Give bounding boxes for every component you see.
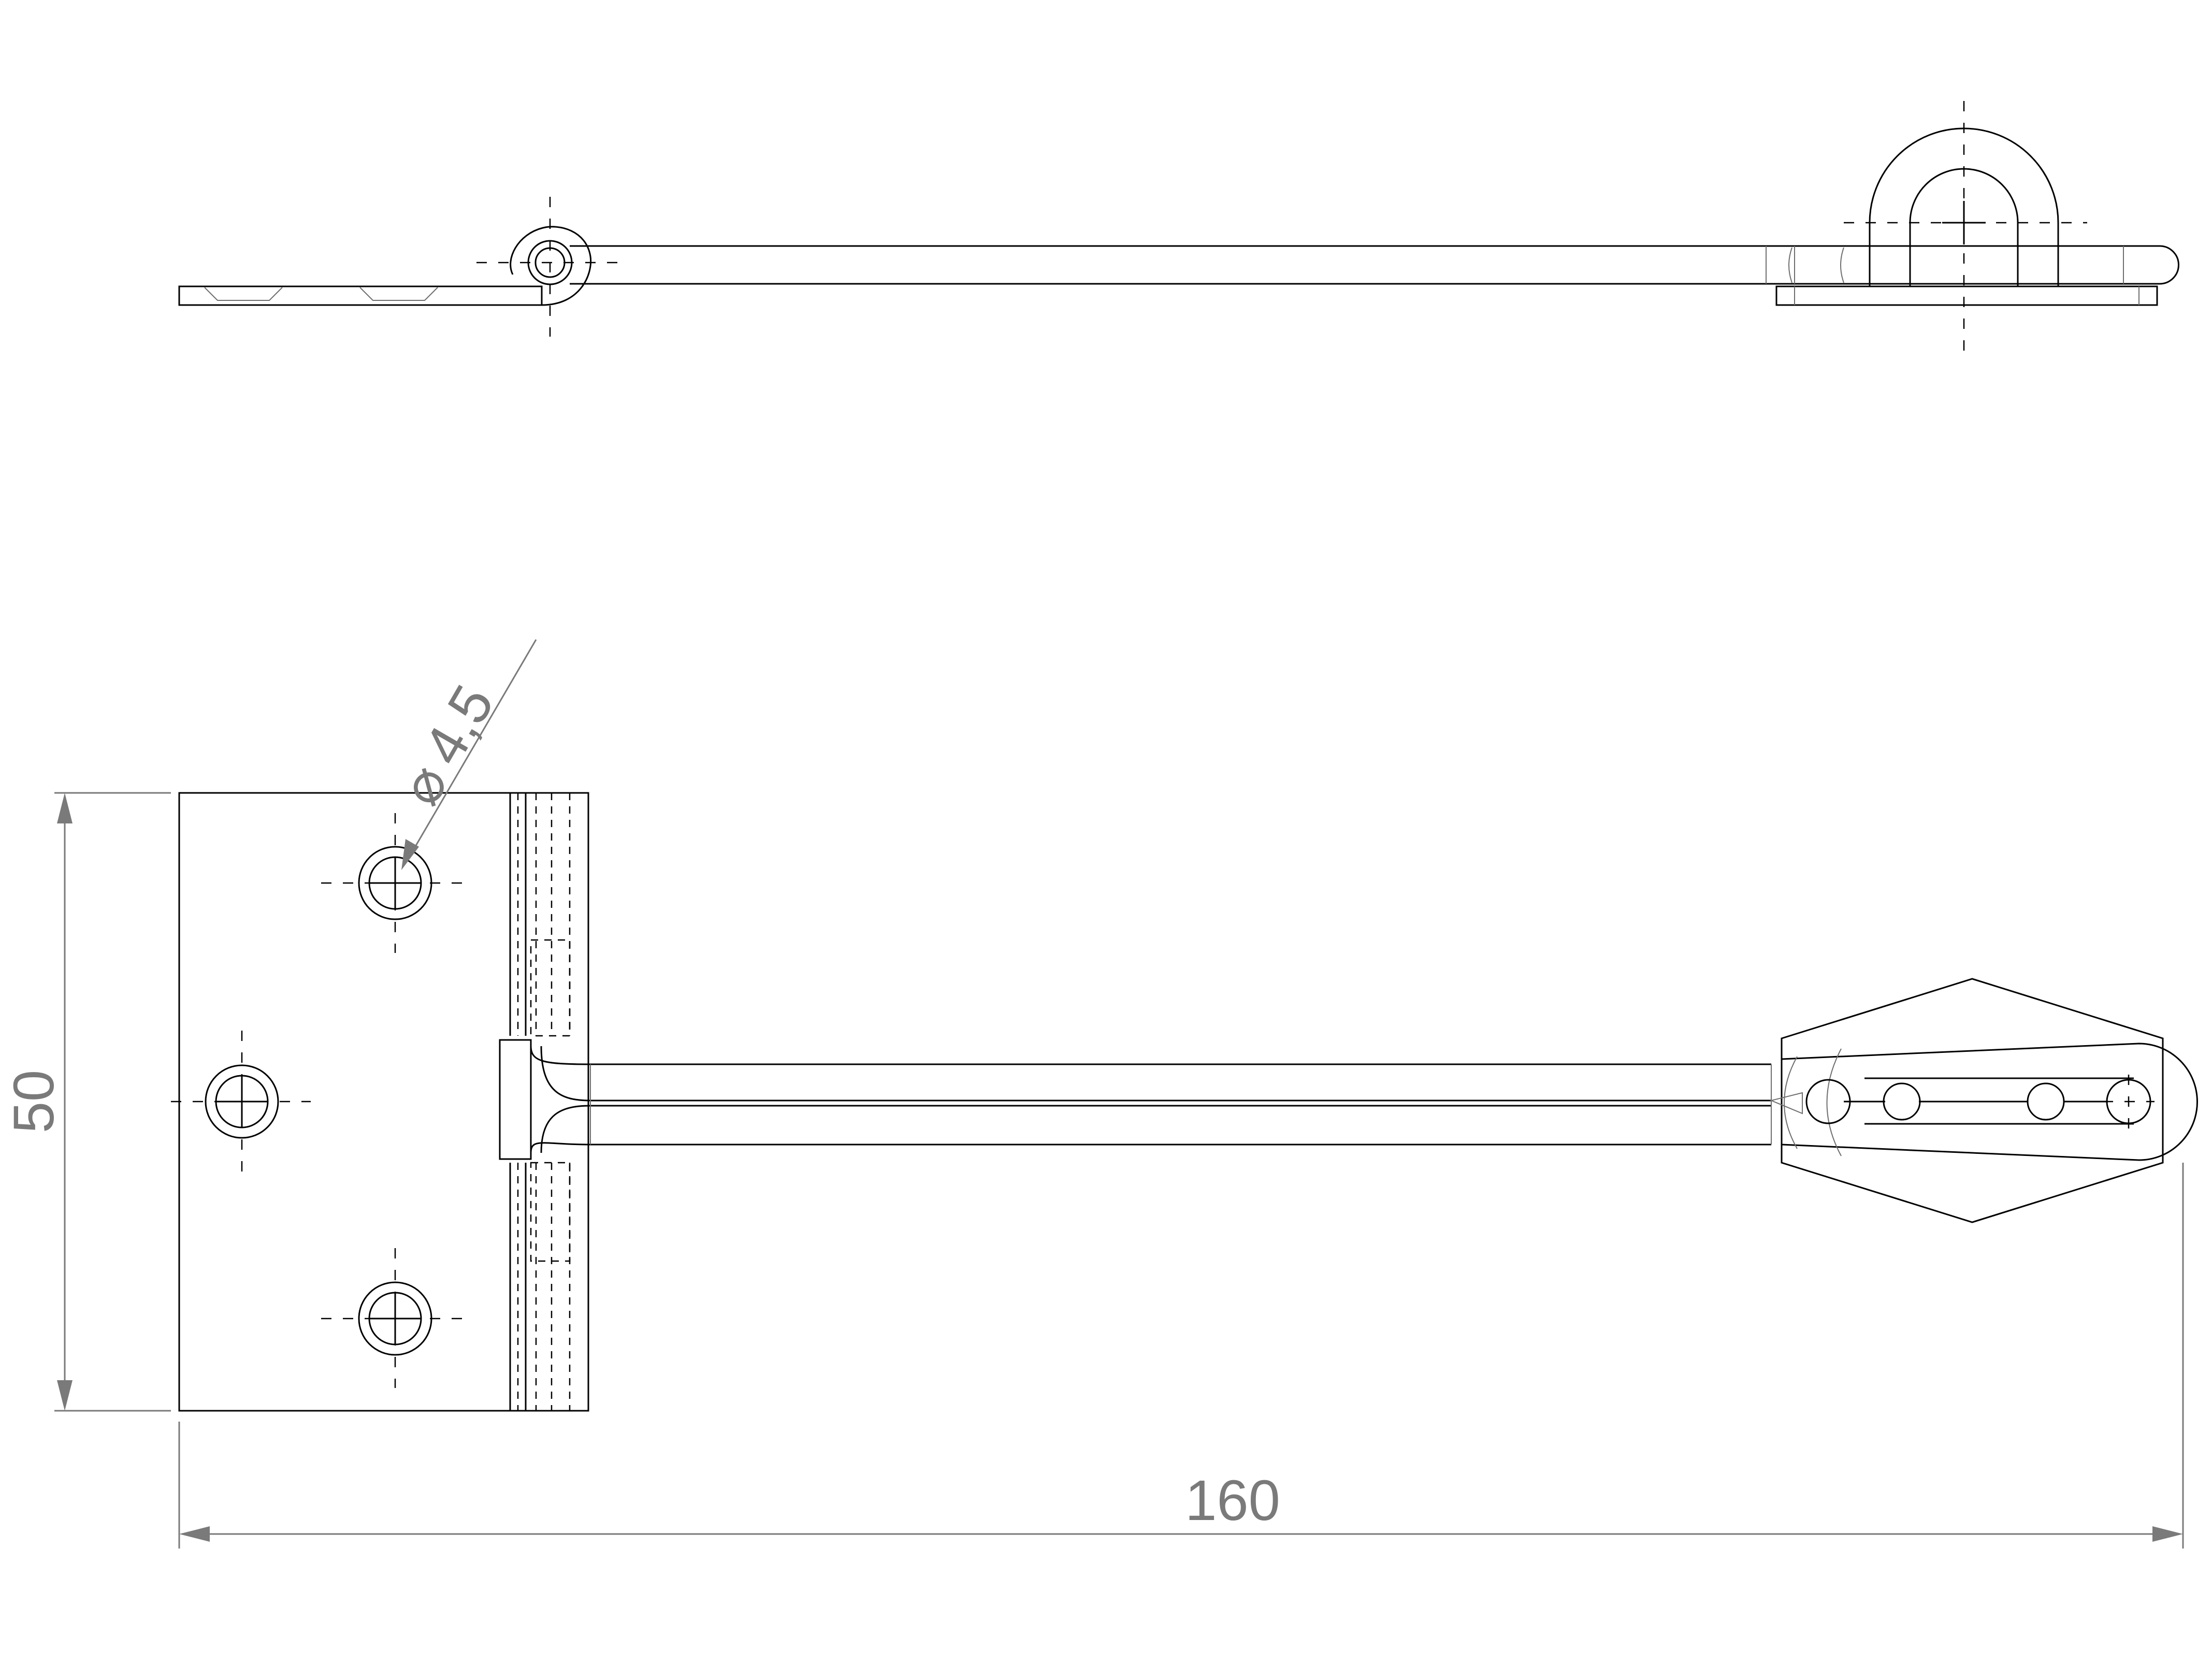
dimension-hole-diameter: ⌀ 4,5 (388, 639, 537, 870)
height-dimension-label: 50 (2, 1070, 66, 1133)
hole-diameter-label: 4,5 (411, 675, 506, 775)
side-view-base-plate (178, 285, 543, 306)
hasp-end-slot (1781, 1043, 2198, 1161)
screw-hole-bottom (321, 1248, 466, 1388)
side-view-countersink-1 (204, 287, 283, 301)
screw-hole-middle (171, 1031, 311, 1173)
pivot-block (499, 1039, 532, 1160)
hasp-arm-outline (530, 1046, 1771, 1065)
side-view-arm-end (1761, 245, 2179, 285)
side-view-knuckle (510, 226, 592, 306)
side-view-staple-plate (1775, 285, 2158, 306)
length-dimension-label: 160 (1185, 1469, 1280, 1532)
side-view-countersink-2 (359, 287, 438, 301)
front-view (171, 792, 2198, 1412)
screw-hole-top (321, 813, 466, 953)
hasp-hole-3 (2027, 1082, 2065, 1121)
dimension-length: 160 (178, 1163, 2184, 1549)
staple-plate (1781, 978, 2164, 1223)
hasp-hole-2 (1883, 1082, 1921, 1121)
side-view (178, 101, 2179, 352)
dimension-height: 50 (2, 792, 171, 1412)
